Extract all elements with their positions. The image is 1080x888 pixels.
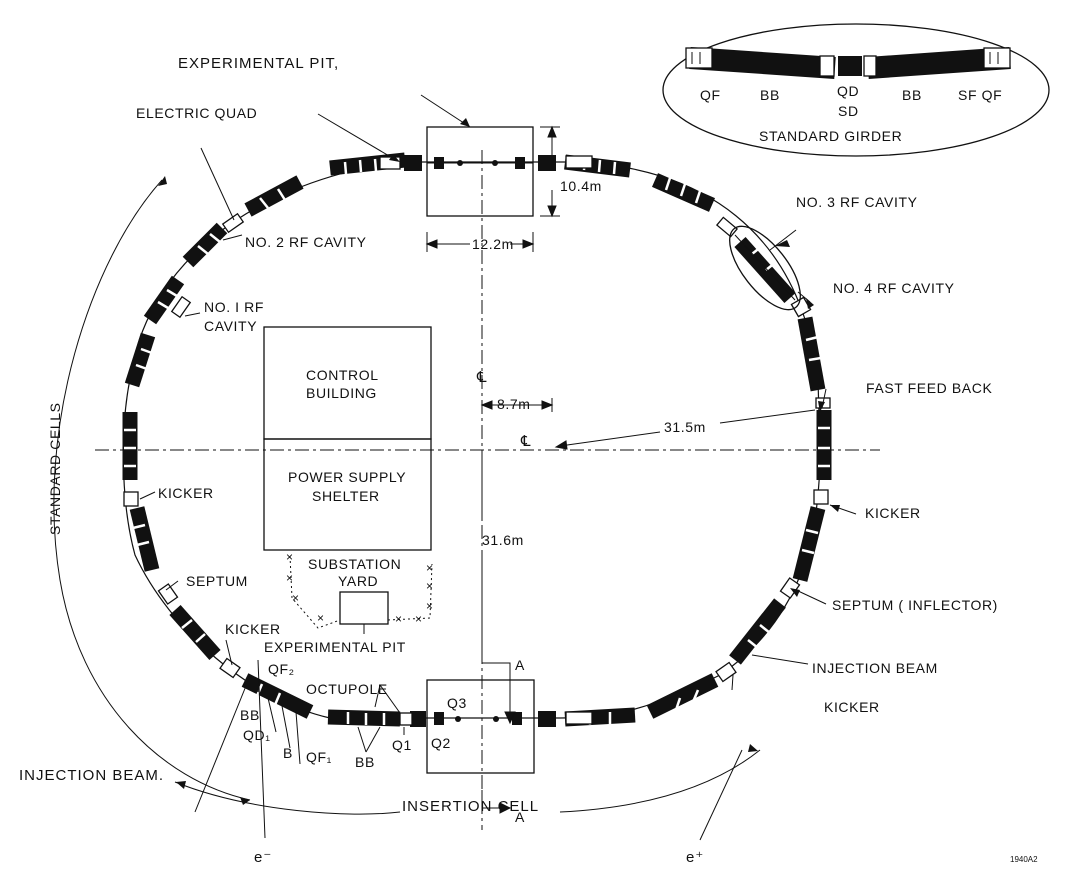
svg-text:×: × xyxy=(292,591,299,605)
svg-text:×: × xyxy=(286,550,293,564)
bb-bottom-label: BB xyxy=(355,754,375,770)
leader-lines xyxy=(139,94,857,841)
no3-rf-cavity-label: NO. 3 RF CAVITY xyxy=(796,194,918,210)
pit-dimensions xyxy=(425,125,560,252)
vertical-centerline-symbol: ℄ xyxy=(476,369,488,386)
insertion-cell-arc xyxy=(174,749,761,815)
q3-label: Q3 xyxy=(447,695,467,711)
leader-arrows xyxy=(389,118,840,597)
no3-highlight-ellipse xyxy=(729,225,801,311)
no2-rf-cavity-label: NO. 2 RF CAVITY xyxy=(245,234,367,250)
control-building xyxy=(263,326,432,440)
svg-text:×: × xyxy=(426,561,433,575)
svg-text:×: × xyxy=(286,571,293,585)
power-supply-shelter xyxy=(263,438,432,551)
svg-text:×: × xyxy=(395,612,402,626)
standard-cells-label: STANDARD CELLS xyxy=(47,402,63,535)
figure-code-label: 1940A2 xyxy=(1010,855,1038,864)
standard-cells-arc xyxy=(53,179,251,801)
no1-rf-cavity-label-line2: CAVITY xyxy=(204,318,257,334)
substation-label-line2: YARD xyxy=(338,573,378,589)
qf1-label: QF₁ xyxy=(306,749,332,765)
dim-31-5-label: 31.5m xyxy=(664,419,706,435)
ring-insert-devices xyxy=(123,155,831,726)
septum-inflector-label: SEPTUM ( INFLECTOR) xyxy=(832,597,998,613)
substation-fence xyxy=(289,555,433,629)
no3-rf-cavity-block xyxy=(715,216,739,238)
bb-left-label: BB xyxy=(240,707,260,723)
girder-bb-left-label: BB xyxy=(760,87,780,103)
substation-transformer xyxy=(339,591,389,625)
electron-label: e⁻ xyxy=(254,849,272,866)
lower-left-kicker-label: KICKER xyxy=(225,621,281,637)
control-building-label-line1: CONTROL xyxy=(306,367,379,383)
substation-label-line1: SUBSTATION xyxy=(308,556,401,572)
svg-text:×: × xyxy=(426,579,433,593)
horizontal-centerline-symbol: ℄ xyxy=(520,433,532,450)
no4-rf-cavity-label: NO. 4 RF CAVITY xyxy=(833,280,955,296)
left-septum-label: SEPTUM xyxy=(186,573,248,589)
q1-label: Q1 xyxy=(392,737,412,753)
qd1-label: QD₁ xyxy=(243,727,271,743)
dim-10-4-label: 10.4m xyxy=(560,178,602,194)
q1-block xyxy=(399,712,413,726)
top-right-quad-block xyxy=(565,155,593,169)
lower-right-kicker-label: KICKER xyxy=(824,699,880,715)
girder-magnets xyxy=(685,47,1011,79)
fast-feed-back-label: FAST FEED BACK xyxy=(866,380,992,396)
dim-8-7-label: 8.7m xyxy=(497,396,531,412)
q2-label: Q2 xyxy=(431,735,451,751)
girder-qf-left-label: QF xyxy=(700,87,721,103)
dim-12-2-label: 12.2m xyxy=(472,236,514,252)
left-kicker-label: KICKER xyxy=(158,485,214,501)
no1-rf-cavity-label-line1: NO. I RF xyxy=(204,299,264,315)
b-label: B xyxy=(283,745,293,761)
right-kicker-label: KICKER xyxy=(865,505,921,521)
power-supply-label-line1: POWER SUPPLY xyxy=(288,469,406,485)
power-supply-label-line2: SHELTER xyxy=(312,488,380,504)
octupole-label: OCTUPOLE xyxy=(306,681,388,697)
experimental-pit-top-label: EXPERIMENTAL PIT, xyxy=(178,55,339,72)
no2-rf-cavity-block xyxy=(221,212,245,234)
magnet-slots xyxy=(124,157,830,725)
section-a-top-label: A xyxy=(515,657,525,673)
injection-beam-left-label: INJECTION BEAM. xyxy=(19,767,164,784)
experimental-pit-bottom-label: EXPERIMENTAL PIT xyxy=(264,639,406,655)
bottom-experimental-pit xyxy=(426,679,535,774)
svg-text:×: × xyxy=(317,611,324,625)
girder-qd-label: QD xyxy=(837,83,859,99)
svg-text:×: × xyxy=(415,612,422,626)
bottom-right-quad-block xyxy=(565,711,593,725)
top-experimental-pit xyxy=(426,126,534,217)
left-septum-block xyxy=(157,583,179,605)
positron-label: e⁺ xyxy=(686,849,704,866)
right-kicker-block xyxy=(813,489,829,505)
lower-right-kicker-block xyxy=(715,661,737,683)
left-kicker-block xyxy=(123,491,139,507)
section-a-marker xyxy=(481,662,516,814)
section-a-bottom-label: A xyxy=(515,809,525,825)
insertion-cell-label: INSERTION CELL xyxy=(402,798,539,815)
svg-text:×: × xyxy=(426,599,433,613)
girder-sf-qf-label: SF QF xyxy=(958,87,1002,103)
injection-beam-right-label: INJECTION BEAM xyxy=(812,660,938,676)
girder-sd-label: SD xyxy=(838,103,859,119)
no3-leader-ellipse xyxy=(734,234,796,301)
control-building-label-line2: BUILDING xyxy=(306,385,377,401)
girder-bb-right-label: BB xyxy=(902,87,922,103)
no1-rf-cavity-block xyxy=(170,295,192,319)
girder-title-label: STANDARD GIRDER xyxy=(759,128,902,144)
standard-girder-inset xyxy=(662,23,1050,157)
qf2-label: QF₂ xyxy=(268,661,295,677)
lower-left-kicker-block xyxy=(219,657,241,679)
dim-31-6-label: 31.6m xyxy=(482,532,524,548)
electric-quad-label: ELECTRIC QUAD xyxy=(136,105,257,121)
fence-posts: × × × × × × × × × xyxy=(286,550,433,626)
centerline-dimensions xyxy=(480,398,816,660)
